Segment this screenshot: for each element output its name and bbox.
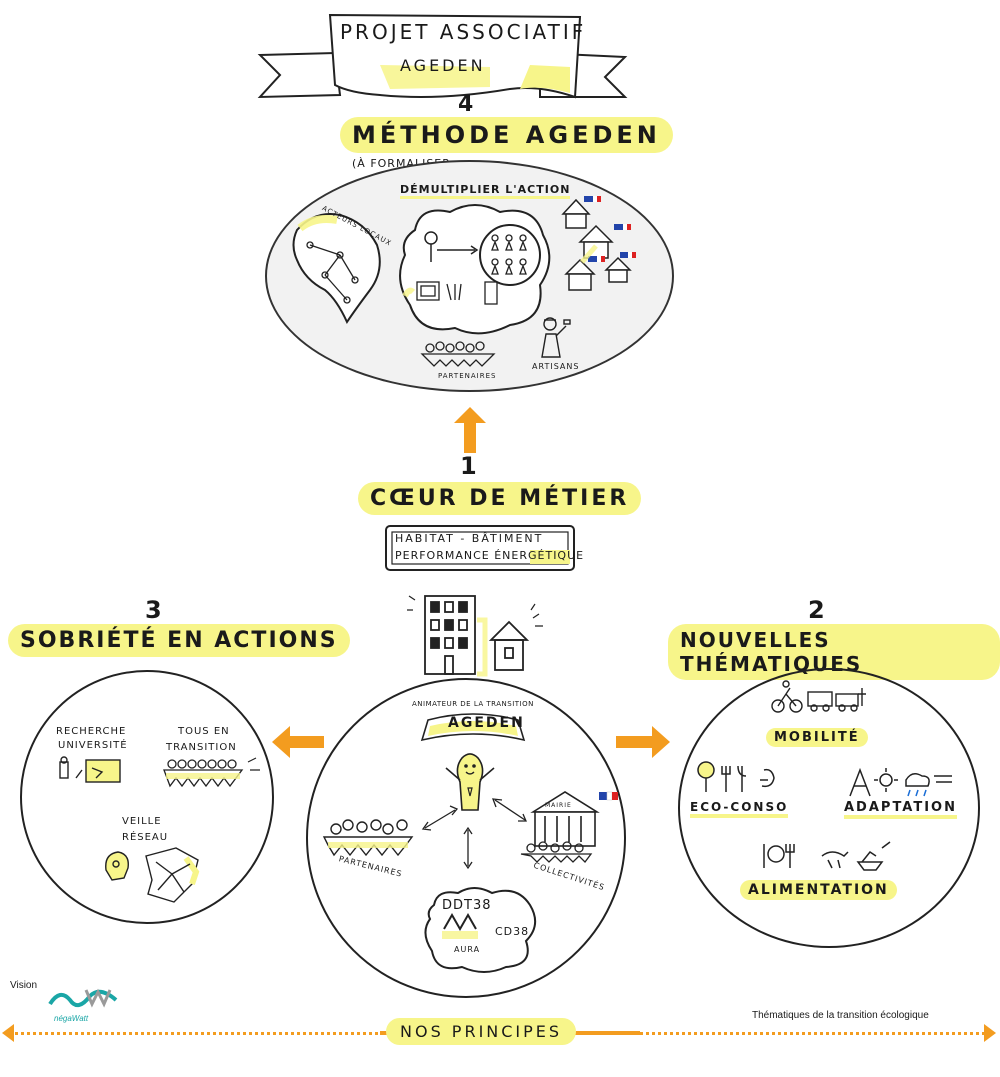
top-title: MÉTHODE AGEDEN	[340, 117, 673, 153]
footer-arrowhead-left	[2, 1024, 14, 1042]
recherche-icon	[59, 756, 121, 783]
footer-line-right	[640, 1032, 985, 1035]
banner-subtitle: AGEDEN	[400, 56, 486, 75]
arrow-up	[454, 407, 486, 453]
arrow-right	[616, 726, 670, 758]
partenaires-crowd-center	[322, 819, 414, 857]
adaptation-icon	[849, 767, 952, 797]
vision-label: Vision	[10, 980, 38, 991]
negawatt-logo	[48, 988, 118, 1008]
footer-arrowhead-right	[984, 1024, 996, 1042]
recherche-line-1: RECHERCHE	[56, 726, 127, 737]
buildings-icon	[407, 595, 543, 677]
left-circle	[20, 670, 274, 924]
partenaires-label-top: PARTENAIRES	[438, 372, 497, 380]
alimentation-icon	[763, 841, 891, 871]
step-number-4: 4	[458, 92, 474, 117]
left-title: SOBRIÉTÉ EN ACTIONS	[8, 624, 350, 657]
alimentation-label: ALIMENTATION	[740, 880, 897, 900]
right-circle	[678, 668, 980, 948]
veille-line-2: RÉSEAU	[122, 832, 169, 843]
scroll-line-2: PERFORMANCE ÉNERGÉTIQUE	[395, 549, 585, 562]
center-title: CŒUR DE MÉTIER	[358, 482, 642, 515]
step-number-1: 1	[460, 452, 477, 480]
scroll-frame	[385, 525, 575, 571]
adaptation-label: ADAPTATION	[844, 800, 957, 819]
center-connectors	[421, 798, 527, 870]
cd-label: CD38	[495, 925, 530, 938]
ageden-ribbon	[420, 713, 526, 742]
ageden-label-center: AGEDEN	[448, 715, 525, 731]
recherche-line-2: UNIVERSITÉ	[58, 740, 128, 751]
animateur-label: ANIMATEUR DE LA TRANSITION	[412, 700, 534, 708]
ecoconso-icon	[697, 761, 775, 792]
banner-ribbon	[257, 13, 628, 99]
banner-title: PROJET ASSOCIATIF	[340, 20, 587, 44]
acteurs-locaux-map	[292, 213, 381, 325]
ddt-label: DDT38	[442, 898, 492, 913]
institutions-cloud	[424, 887, 537, 973]
tous-line-2: TRANSITION	[166, 742, 237, 753]
ecoconso-label: ECO-CONSO	[690, 800, 789, 818]
demultiplier-label: DÉMULTIPLIER L'ACTION	[400, 183, 571, 199]
aura-label: AURA	[454, 945, 481, 954]
arrow-left	[272, 726, 324, 758]
mobilite-label: MOBILITÉ	[766, 728, 868, 747]
negawatt-brand: négaWatt	[54, 1014, 89, 1023]
mairie-label: MAIRIE	[545, 802, 572, 809]
veille-line-1: VEILLE	[122, 816, 162, 827]
thematiques-label: Thématiques de la transition écologique	[752, 1010, 929, 1021]
tous-crowd-icon	[163, 757, 260, 788]
demultiplier-cloud	[399, 204, 551, 335]
artisan-figure	[541, 317, 571, 358]
step-number-3: 3	[145, 596, 162, 624]
mobilite-icon	[771, 680, 866, 713]
tous-line-1: TOUS EN	[178, 726, 230, 737]
artisans-label: ARTISANS	[532, 362, 580, 371]
footer-line-left	[10, 1032, 390, 1035]
center-circle	[306, 678, 626, 998]
partenaires-crowd-top	[420, 341, 496, 367]
houses-with-flags	[561, 196, 636, 291]
right-title: NOUVELLES THÉMATIQUES	[668, 624, 1000, 680]
mascot-figure	[445, 753, 495, 811]
principes-label: NOS PRINCIPES	[386, 1018, 577, 1045]
mairie-icon	[520, 791, 618, 863]
veille-map-icon	[105, 847, 200, 903]
step-number-2: 2	[808, 596, 825, 624]
scroll-line-1: HABITAT - BÂTIMENT	[395, 532, 544, 545]
